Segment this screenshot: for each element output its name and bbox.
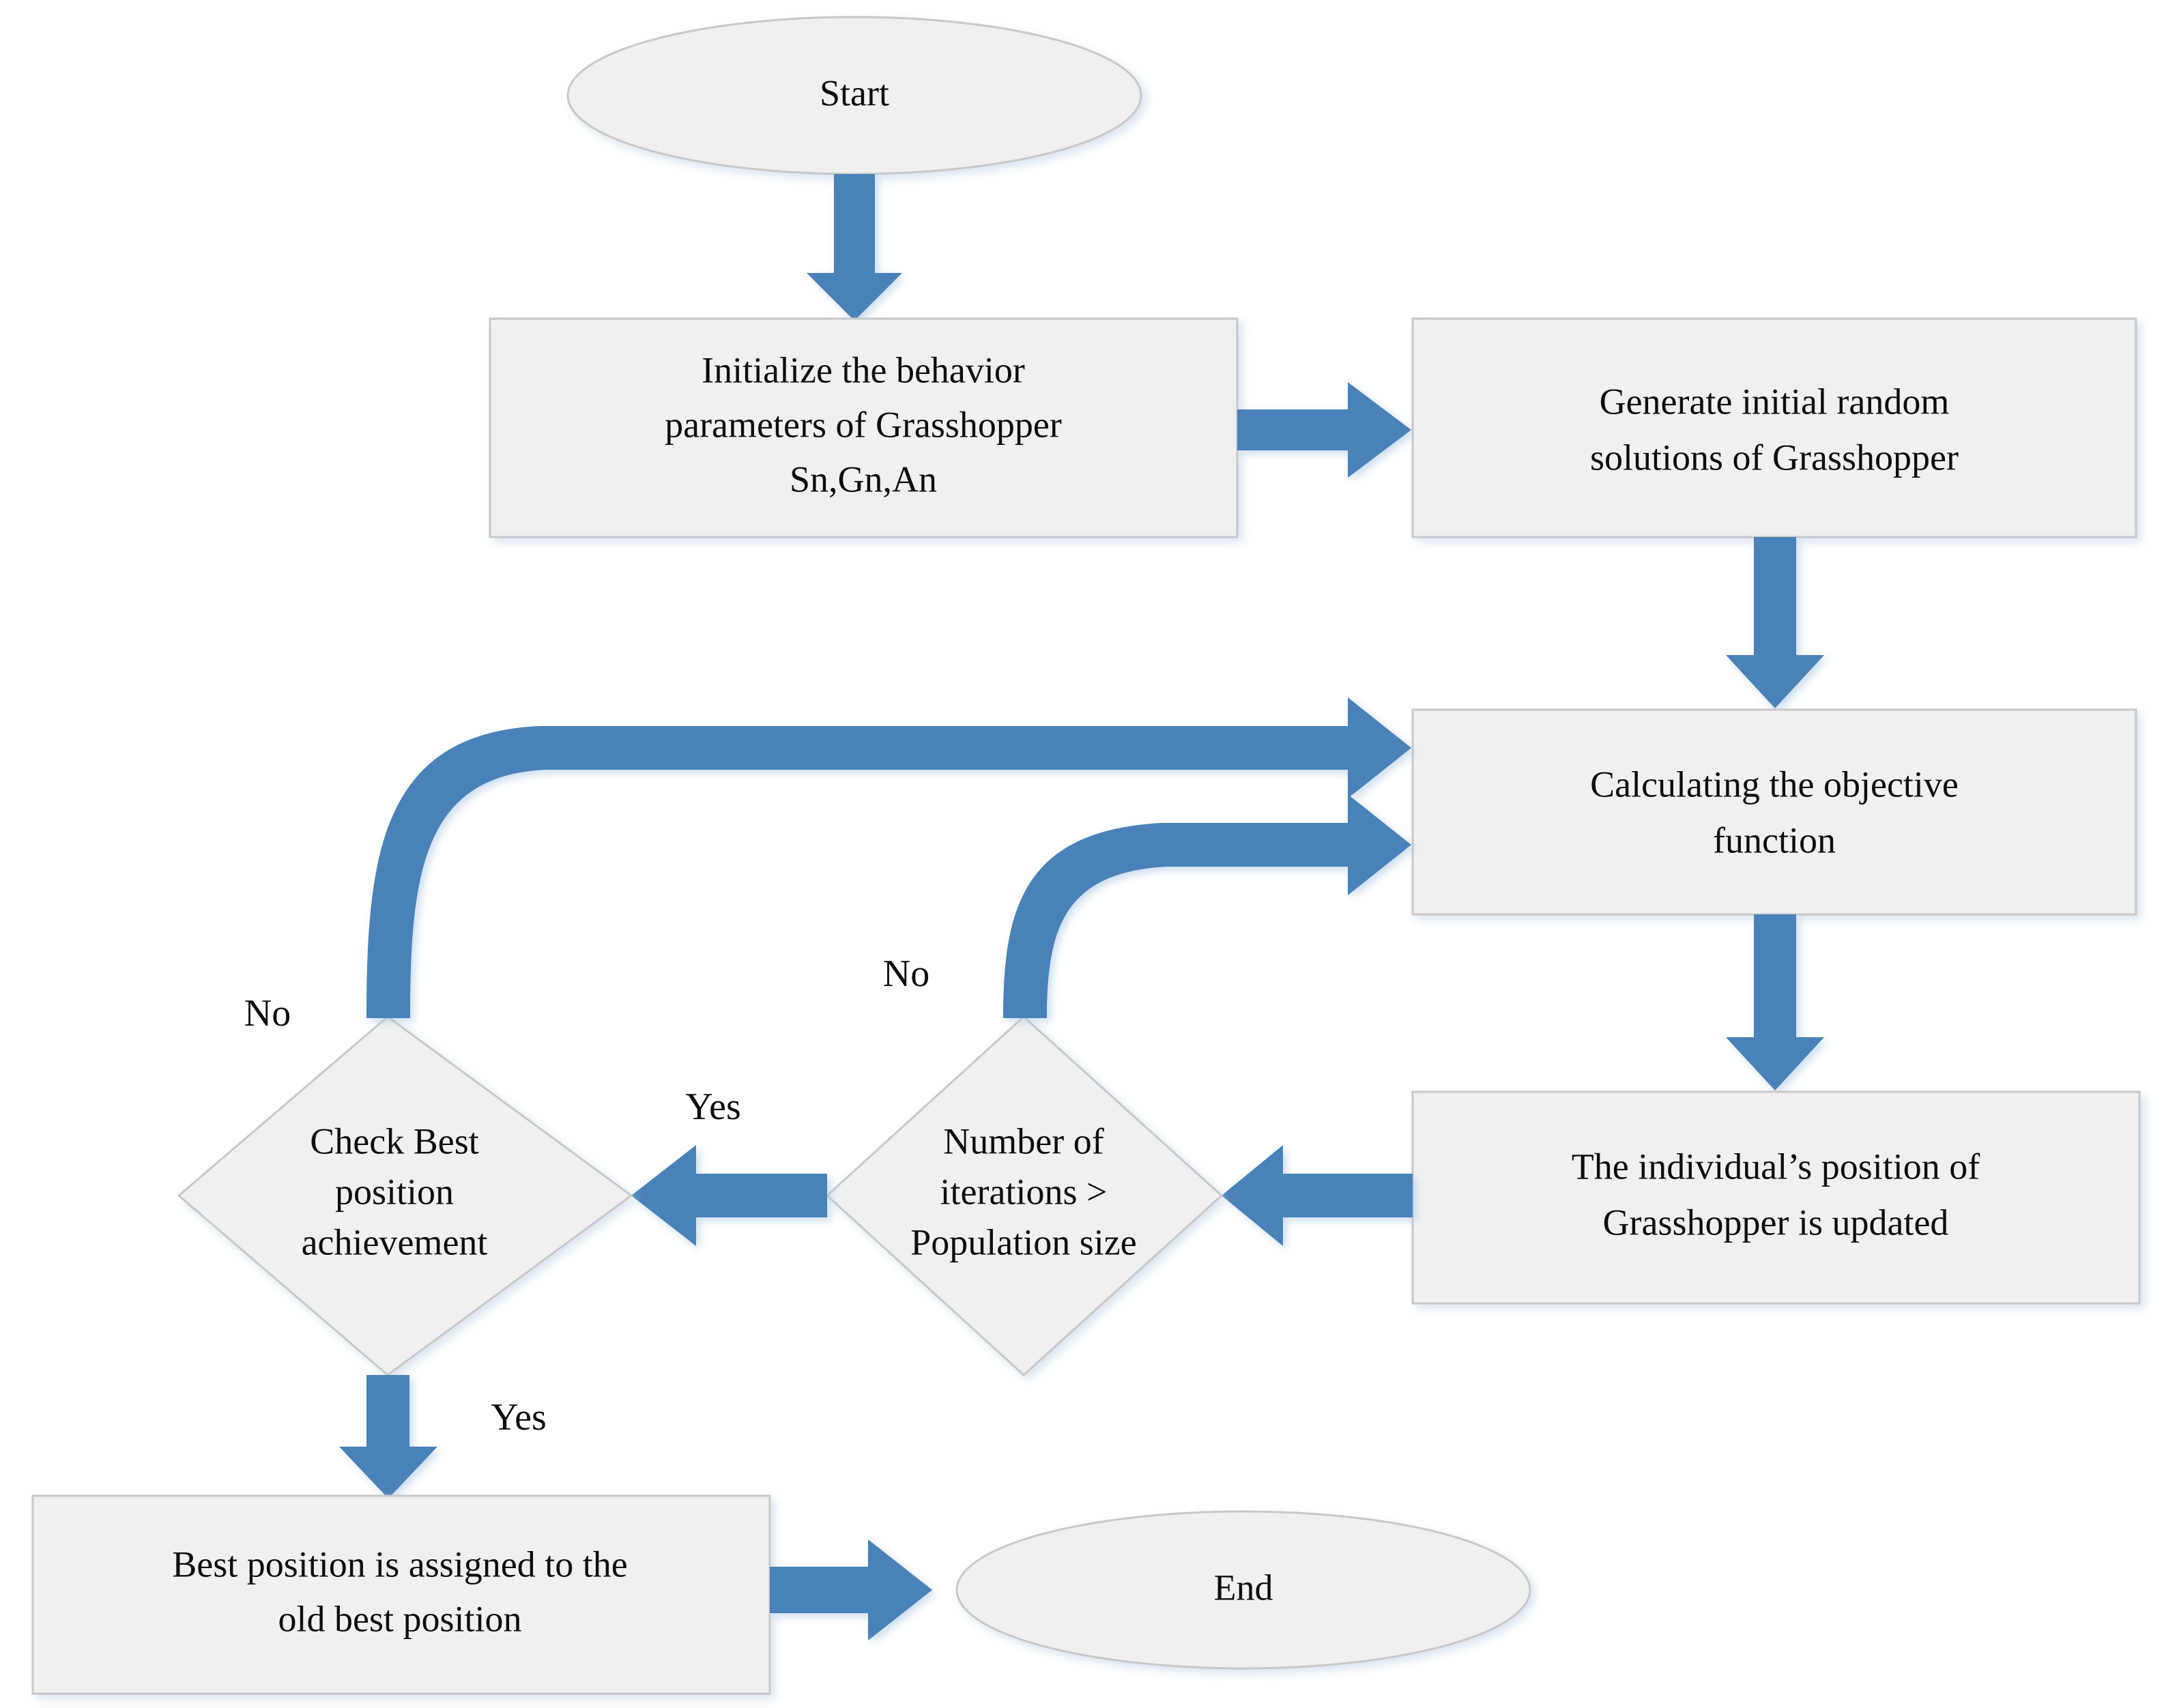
- node-iterations-label-2: Population size: [910, 1221, 1136, 1262]
- arrow-checkbest-no-feedback: [366, 697, 1411, 1018]
- edge-label-yes-middle: Yes: [685, 1086, 740, 1128]
- node-update-label-1: Grasshopper is updated: [1603, 1202, 1949, 1243]
- arrow-generate-to-calculate: [1726, 537, 1824, 708]
- node-iterations-label-1: iterations >: [940, 1171, 1108, 1212]
- arrow-start-to-initialize: [807, 174, 902, 321]
- right-arrow-icon: [770, 1539, 932, 1640]
- node-assign[interactable]: Best position is assigned to the old bes…: [31, 1494, 771, 1695]
- node-start[interactable]: Start: [566, 16, 1142, 175]
- end-ellipse: [955, 1510, 1531, 1670]
- node-checkbest-label-0: Check Best: [310, 1120, 478, 1161]
- node-generate-label-0: Generate initial random: [1600, 381, 1950, 422]
- node-start-label-0: Start: [820, 72, 889, 113]
- node-calculate-label-0: Calculating the objective: [1590, 764, 1959, 805]
- node-assign-label-0: Best position is assigned to the: [172, 1544, 628, 1584]
- node-initialize-label-2: Sn,Gn,An: [790, 459, 937, 500]
- node-generate[interactable]: Generate initial random solutions of Gra…: [1411, 317, 2137, 538]
- left-arrow-icon: [1222, 1145, 1413, 1246]
- arrow-calculate-to-update: [1726, 914, 1824, 1090]
- update-box: [1411, 1090, 2141, 1305]
- node-checkbest[interactable]: Check Best position achievement: [177, 1015, 633, 1376]
- node-update-label-0: The individual’s position of: [1572, 1146, 1980, 1187]
- node-end[interactable]: End: [955, 1510, 1531, 1670]
- node-checkbest-label-2: achievement: [302, 1221, 488, 1262]
- initialize-box: [489, 317, 1239, 538]
- arrow-checkbest-to-assign: [339, 1375, 437, 1499]
- edge-label-no-left: No: [244, 992, 291, 1034]
- generate-box: [1411, 317, 2137, 538]
- node-calculate-label-1: function: [1713, 820, 1836, 860]
- node-calculate[interactable]: Calculating the objective function: [1411, 708, 2137, 916]
- node-iterations[interactable]: Number of iterations > Population size: [825, 1015, 1224, 1377]
- node-iterations-label-0: Number of: [943, 1120, 1103, 1161]
- edge-label-yes-bottom: Yes: [491, 1396, 546, 1438]
- arrow-iterations-to-checkbest: [631, 1145, 827, 1246]
- right-arrow-icon: [1237, 382, 1411, 478]
- calculate-box: [1411, 708, 2137, 916]
- curved-feedback-arrow-icon: [366, 697, 1411, 1018]
- curved-feedback-arrow-icon: [1003, 794, 1411, 1018]
- arrow-initialize-to-generate: [1237, 382, 1411, 478]
- assign-box: [31, 1494, 771, 1695]
- node-generate-label-1: solutions of Grasshopper: [1590, 437, 1959, 478]
- down-arrow-icon: [339, 1375, 437, 1499]
- down-arrow-icon: [1726, 914, 1824, 1090]
- node-initialize-label-0: Initialize the behavior: [702, 349, 1025, 390]
- down-arrow-icon: [1726, 537, 1824, 708]
- left-arrow-icon: [631, 1145, 827, 1246]
- down-arrow-icon: [807, 174, 902, 321]
- node-update[interactable]: The individual’s position of Grasshopper…: [1411, 1090, 2141, 1305]
- arrow-update-to-iterations: [1222, 1145, 1413, 1246]
- iterations-diamond: [825, 1015, 1224, 1377]
- node-initialize[interactable]: Initialize the behavior parameters of Gr…: [489, 317, 1239, 538]
- node-initialize-label-1: parameters of Grasshopper: [665, 404, 1062, 445]
- arrow-assign-to-end: [770, 1539, 932, 1640]
- node-checkbest-label-1: position: [335, 1171, 454, 1212]
- edge-label-no-middle: No: [883, 953, 929, 995]
- node-end-label-0: End: [1214, 1567, 1273, 1608]
- arrow-iterations-no-feedback: [1003, 794, 1411, 1018]
- node-assign-label-1: old best position: [278, 1598, 521, 1639]
